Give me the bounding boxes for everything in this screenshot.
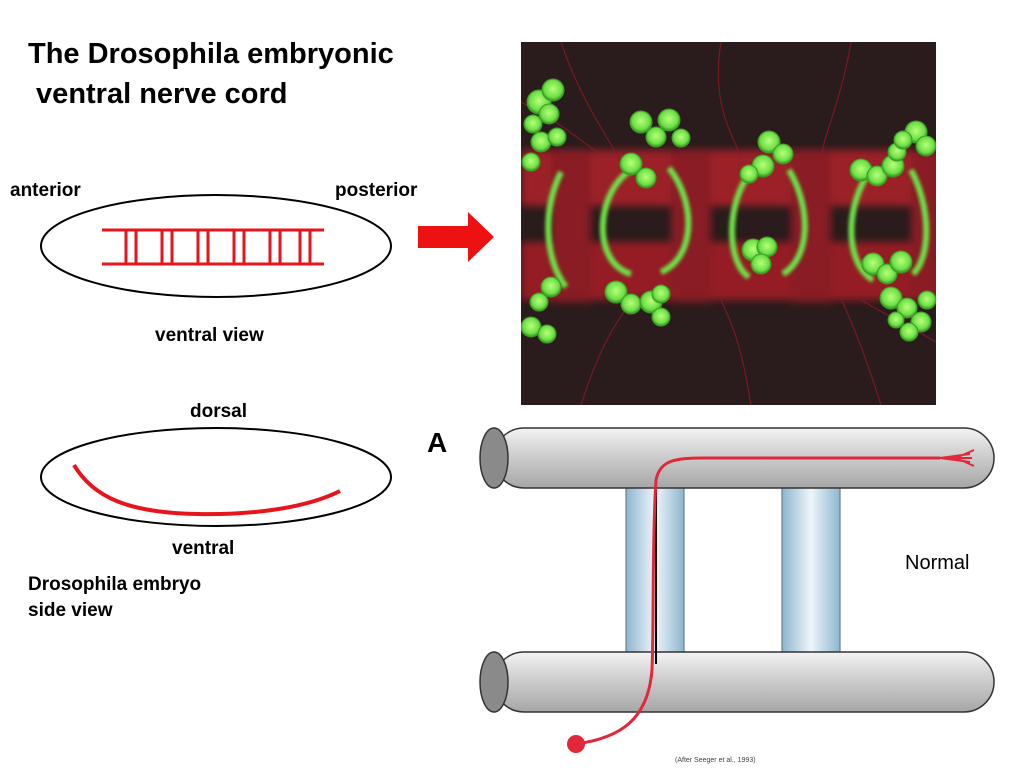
- side-view-embryo: [40, 427, 392, 527]
- posterior-label: posterior: [335, 180, 418, 201]
- ventral-view-caption: ventral view: [155, 325, 264, 346]
- side-view-caption-line1: Drosophila embryo: [28, 574, 202, 595]
- axon-pathway-diagram: [420, 420, 1020, 768]
- commissure-posterior: [781, 479, 841, 661]
- anterior-label: anterior: [10, 180, 81, 201]
- ventral-label: ventral: [172, 538, 235, 559]
- confocal-micrograph: [521, 42, 936, 405]
- ventral-view-embryo: [40, 194, 392, 298]
- embryo-outline: [40, 194, 392, 298]
- condition-label: Normal: [905, 552, 970, 574]
- nerve-cord-ladder: [102, 228, 324, 266]
- citation: (After Seeger et al., 1993): [675, 757, 756, 764]
- connective-bottom: [479, 651, 995, 713]
- embryo-outline: [40, 427, 392, 527]
- panel-letter: A: [427, 427, 448, 458]
- dorsal-label: dorsal: [190, 401, 248, 422]
- neuron-cell-body: [567, 735, 585, 753]
- growth-cone: [939, 449, 975, 467]
- slide-title: The Drosophila embryonic ventral nerve c…: [28, 38, 394, 110]
- nerve-cord-curve: [72, 463, 341, 517]
- red-axon: [567, 449, 975, 753]
- right-arrow-icon: [418, 212, 494, 262]
- side-view-caption-line2: side view: [28, 600, 113, 621]
